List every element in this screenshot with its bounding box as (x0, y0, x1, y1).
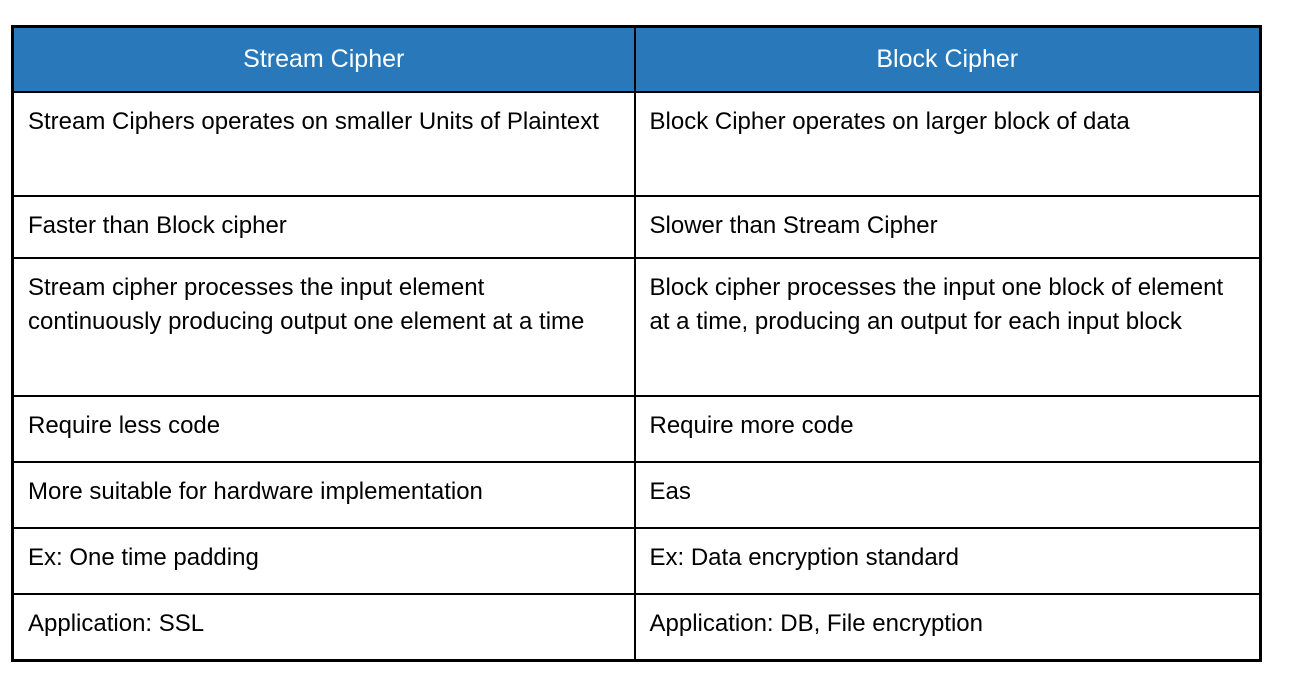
table-row: Stream Ciphers operates on smaller Units… (11, 91, 1262, 197)
cell-stream-code: Require less code (11, 395, 636, 463)
cipher-comparison-table: Stream Cipher Block Cipher Stream Cipher… (11, 25, 1262, 662)
table-row: Require less code Require more code (11, 395, 1262, 463)
column-header-block-cipher: Block Cipher (633, 25, 1262, 93)
cell-stream-speed: Faster than Block cipher (11, 195, 636, 259)
cell-stream-suitability: More suitable for hardware implementatio… (11, 461, 636, 529)
cell-stream-processing: Stream cipher processes the input elemen… (11, 257, 636, 397)
cell-block-processing: Block cipher processes the input one blo… (633, 257, 1262, 397)
table-row: Ex: One time padding Ex: Data encryption… (11, 527, 1262, 595)
cell-block-suitability: Eas (633, 461, 1262, 529)
cell-block-application: Application: DB, File encryption (633, 593, 1262, 661)
table-header-row: Stream Cipher Block Cipher (11, 25, 1262, 93)
cell-stream-units: Stream Ciphers operates on smaller Units… (11, 91, 636, 197)
cell-block-example: Ex: Data encryption standard (633, 527, 1262, 595)
table-row: Stream cipher processes the input elemen… (11, 257, 1262, 397)
cell-stream-example: Ex: One time padding (11, 527, 636, 595)
cell-block-units: Block Cipher operates on larger block of… (633, 91, 1262, 197)
cell-block-code: Require more code (633, 395, 1262, 463)
table-row: Faster than Block cipher Slower than Str… (11, 195, 1262, 259)
cell-stream-application: Application: SSL (11, 593, 636, 661)
column-header-stream-cipher: Stream Cipher (11, 25, 636, 93)
cell-block-speed: Slower than Stream Cipher (633, 195, 1262, 259)
table-row: More suitable for hardware implementatio… (11, 461, 1262, 529)
table-row: Application: SSL Application: DB, File e… (11, 593, 1262, 661)
